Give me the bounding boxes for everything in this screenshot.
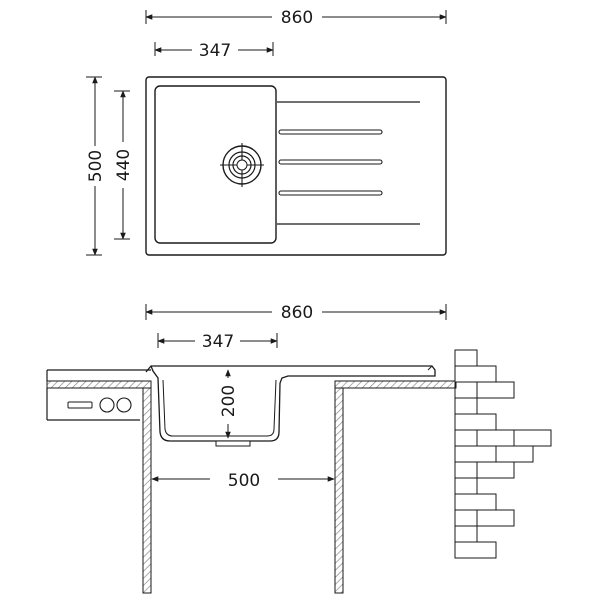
worktop-left — [46, 380, 152, 389]
top-overall-width-label: 860 — [281, 8, 313, 28]
oven-knob-icon — [116, 397, 132, 413]
top-overall-depth-label: 500 — [86, 150, 106, 182]
brick-wall — [454, 349, 552, 559]
section-bowl-height-label: 200 — [219, 385, 239, 417]
oven-display-icon — [67, 401, 93, 409]
top-overall-depth-dimension: 500 — [86, 76, 106, 256]
section-cabinet-width-dimension: 500 — [151, 471, 335, 491]
top-bowl-depth-label: 440 — [114, 149, 134, 181]
section-overall-width-label: 860 — [281, 303, 313, 323]
worktop-right — [334, 380, 457, 389]
section-bowl-height-dimension: 200 — [219, 369, 239, 439]
drain-icon — [220, 143, 264, 187]
top-bowl-width-dimension: 347 — [154, 41, 274, 61]
bowl-outline — [154, 85, 277, 244]
oven-knob-icon — [99, 397, 115, 413]
top-overall-width-dimension: 860 — [145, 8, 447, 28]
top-view: 860 347 500 440 — [86, 8, 447, 256]
top-bowl-width-label: 347 — [199, 41, 231, 61]
drain-outlet-icon — [215, 440, 251, 447]
section-overall-width-dimension: 860 — [145, 303, 447, 323]
section-view: 860 347 — [46, 303, 552, 594]
top-bowl-depth-dimension: 440 — [114, 90, 134, 240]
drainer-ribs — [277, 101, 420, 225]
cabinet-wall-right — [334, 387, 344, 594]
cabinet-wall-left — [142, 387, 152, 594]
oven-front — [46, 388, 140, 421]
sink-section-profile — [145, 365, 436, 447]
section-bowl-width-label: 347 — [202, 332, 234, 352]
section-cabinet-width-label: 500 — [228, 471, 260, 491]
section-bowl-width-dimension: 347 — [157, 332, 278, 352]
